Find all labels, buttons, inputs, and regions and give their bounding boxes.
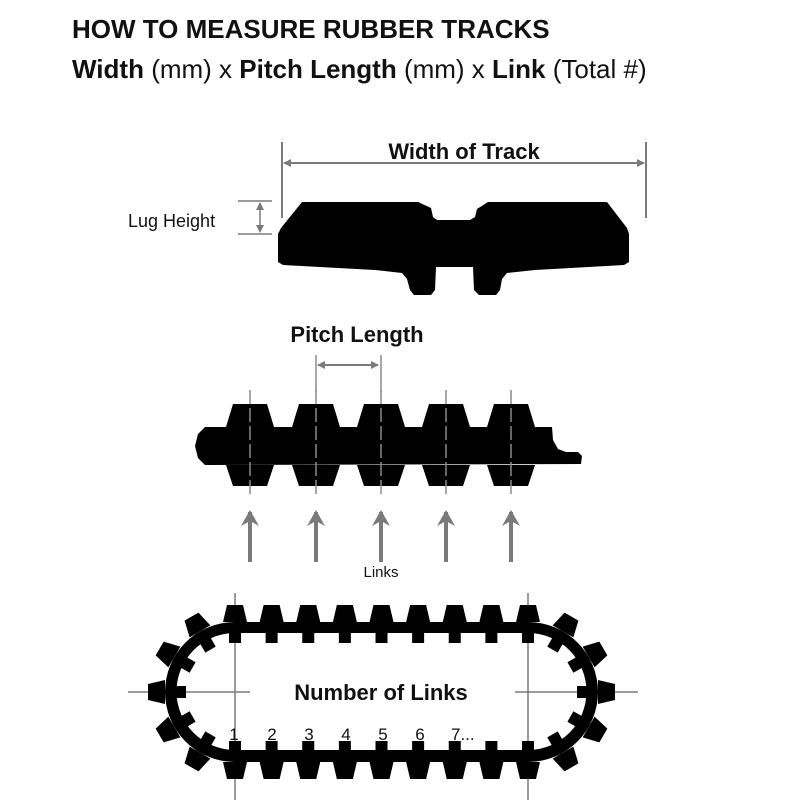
track-cross-section: Width of Track Lug Height (128, 139, 647, 295)
loop-tooth (442, 741, 467, 779)
loop-tooth (567, 641, 608, 673)
loop-tooth (296, 605, 321, 643)
loop-tooth (184, 612, 216, 653)
formula-link-unit: (Total #) (545, 54, 647, 84)
loop-tooth (516, 741, 540, 779)
loop-tooth (406, 605, 431, 643)
loop-belt (165, 622, 598, 762)
link-numbers: 1 2 3 4 5 6 7... (229, 725, 474, 744)
links-label: Links (363, 564, 398, 581)
width-of-track-label: Width of Track (388, 139, 540, 164)
loop-tooth (442, 605, 467, 643)
loop-tooth (369, 605, 394, 643)
loop-tooth (296, 741, 321, 779)
lug-height-label: Lug Height (128, 211, 215, 231)
link-number: 7... (451, 725, 475, 744)
formula-width: Width (72, 54, 144, 84)
loop-tooth (155, 711, 196, 743)
loop-tooth (332, 741, 357, 779)
loop-tooth (259, 741, 284, 779)
loop-tooth (406, 741, 431, 779)
loop-tooth (516, 605, 540, 643)
link-number: 2 (267, 725, 276, 744)
side-lugs (226, 404, 535, 486)
link-number: 1 (229, 725, 238, 744)
pitch-guides (241, 355, 520, 562)
pitch-length-label: Pitch Length (290, 322, 423, 347)
number-of-links-label: Number of Links (294, 680, 468, 705)
formula-link: Link (492, 54, 546, 84)
loop-tooth (547, 612, 579, 653)
loop-tooth (479, 741, 504, 779)
link-number: 6 (415, 725, 424, 744)
loop-tooth (148, 680, 186, 704)
track-side-profile: Pitch Length Links (195, 322, 582, 581)
loop-tooth (259, 605, 284, 643)
loop-tooth (369, 741, 394, 779)
loop-tooth (223, 741, 247, 779)
loop-tooth (567, 711, 608, 743)
loop-tooth (577, 680, 615, 704)
track-cross-section-shape (278, 202, 629, 295)
loop-tooth (479, 605, 504, 643)
loop-tooth (332, 605, 357, 643)
loop-tooth (184, 731, 216, 772)
measurement-formula: Width (mm) x Pitch Length (mm) x Link (T… (72, 54, 647, 85)
loop-tooth (547, 731, 579, 772)
track-loop: Number of Links 1 2 3 4 5 6 7... (128, 593, 638, 800)
formula-pitch: Pitch Length (239, 54, 397, 84)
page-title: HOW TO MEASURE RUBBER TRACKS (72, 14, 550, 44)
formula-width-unit: (mm) x (143, 54, 240, 84)
loop-tooth (223, 605, 247, 643)
formula-pitch-unit: (mm) x (396, 54, 493, 84)
loop-teeth (148, 605, 615, 779)
side-track-body (195, 427, 582, 465)
link-number: 3 (304, 725, 313, 744)
link-number: 4 (341, 725, 350, 744)
link-number: 5 (378, 725, 387, 744)
loop-tooth (155, 641, 196, 673)
